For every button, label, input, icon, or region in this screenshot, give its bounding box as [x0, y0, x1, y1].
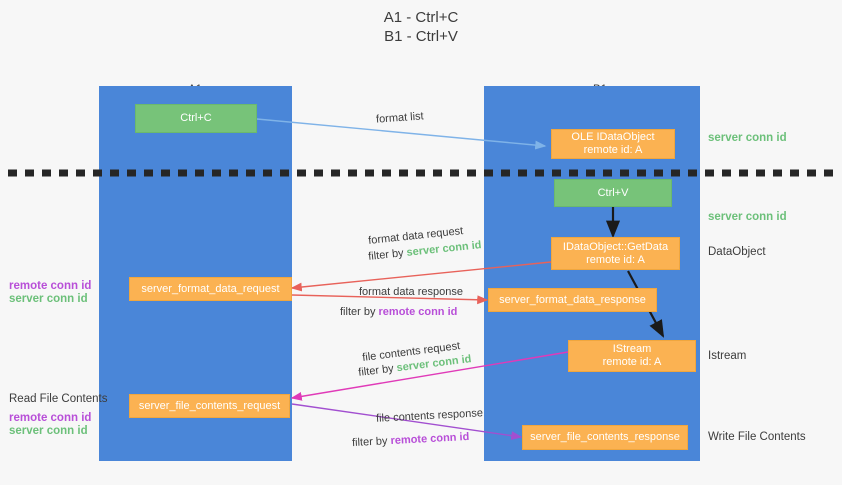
box-server-format-data-response[interactable]: server_format_data_response [488, 288, 657, 312]
label-server-conn-id-1: server conn id [9, 293, 88, 305]
page-title: A1 - Ctrl+C B1 - Ctrl+V [383, 9, 459, 45]
label-server-conn-id-second: server conn id [708, 211, 787, 223]
label-remote-conn-id-1: remote conn id [9, 280, 92, 292]
filter-value-2: remote conn id [378, 306, 458, 318]
label-format-data-response-filter: filter by remote conn id [340, 305, 457, 319]
label-format-data-response: format data response [359, 286, 463, 298]
label-remote-conn-id-2: remote conn id [9, 412, 92, 424]
box-idataobject-getdata[interactable]: IDataObject::GetData remote id: A [551, 237, 680, 270]
label-server-conn-id-top: server conn id [708, 132, 787, 144]
label-dataobject: DataObject [708, 246, 766, 258]
label-write-file-contents: Write File Contents [708, 431, 806, 443]
box-server-file-contents-response[interactable]: server_file_contents_response [522, 425, 688, 450]
label-istream: Istream [708, 350, 747, 362]
arrow-file-contents-request [290, 351, 569, 401]
box-ctrl-c[interactable]: Ctrl+C [135, 104, 257, 133]
filter-prefix-2: filter by [340, 306, 379, 318]
label-server-conn-id-2: server conn id [9, 425, 88, 437]
arrow-format-list [256, 118, 547, 150]
arrow-format-data-request [290, 261, 552, 292]
arrow-format-data-response [291, 294, 489, 305]
box-server-file-contents-request[interactable]: server_file_contents_request [129, 394, 290, 418]
box-istream[interactable]: IStream remote id: A [568, 340, 696, 372]
box-ole-idataobject[interactable]: OLE IDataObject remote id: A [551, 129, 675, 159]
box-ctrl-v[interactable]: Ctrl+V [554, 179, 672, 207]
arrow-file-contents-response [291, 403, 523, 441]
filter-prefix-4: filter by [351, 435, 391, 450]
box-server-format-data-request[interactable]: server_format_data_request [129, 277, 292, 301]
label-read-file-contents: Read File Contents [9, 393, 108, 405]
